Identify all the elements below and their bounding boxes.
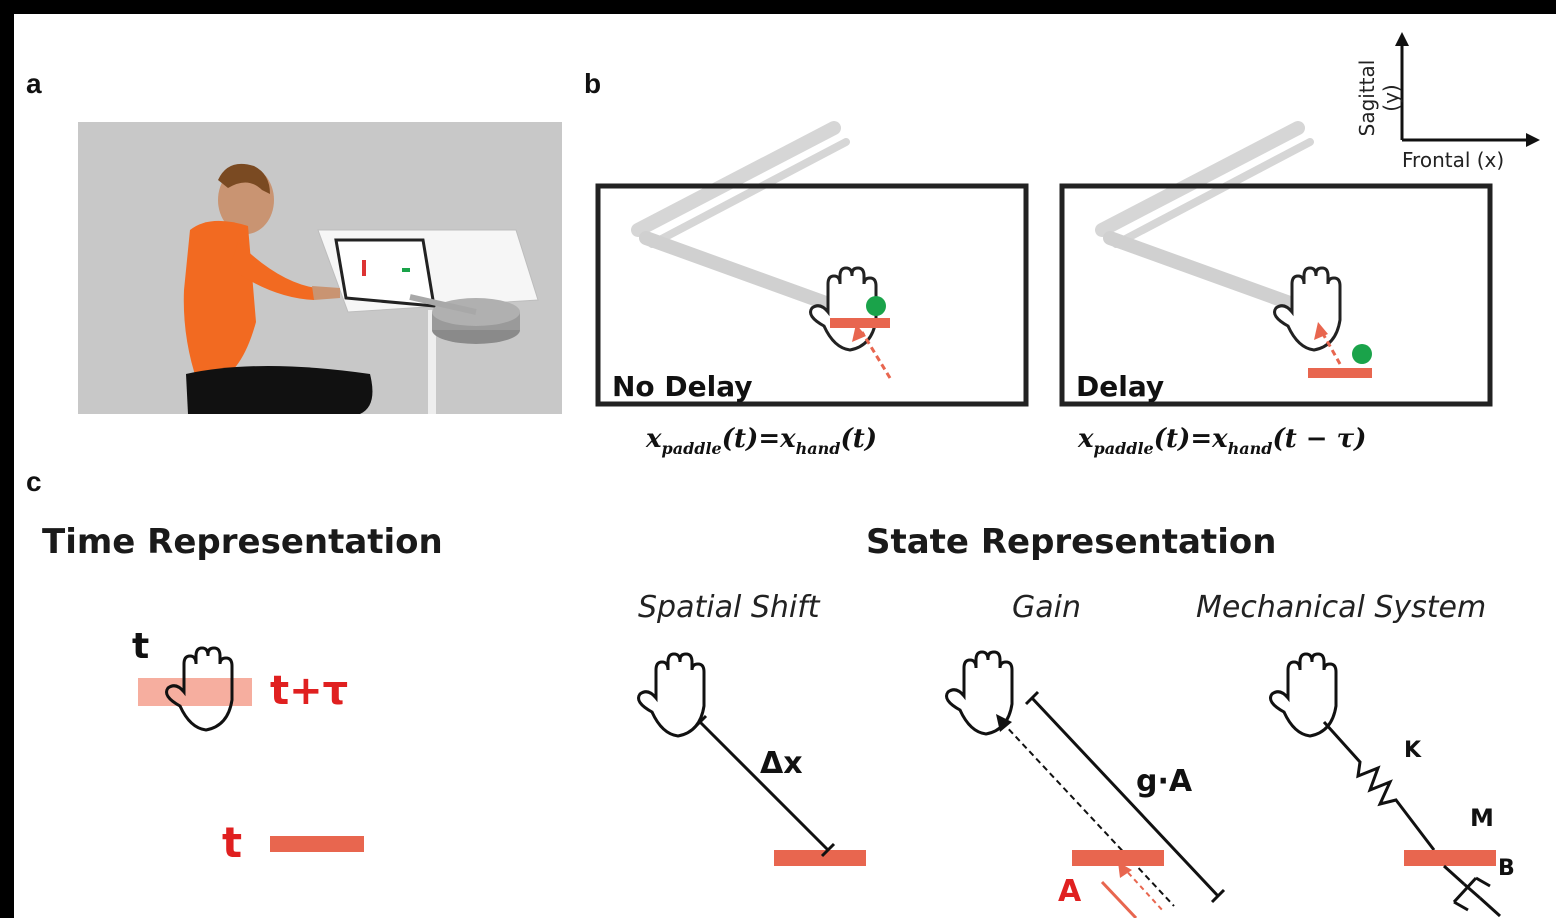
paddle-icon [1404, 850, 1496, 866]
hand-icon [945, 650, 1014, 736]
time-representation-heading: Time Representation [42, 522, 443, 562]
no-delay-equation: xpaddle(t)=xhand(t) [646, 424, 878, 458]
t-bottom-label: t [222, 818, 243, 867]
coordinate-axes [1395, 32, 1540, 147]
spring-icon [1322, 720, 1436, 851]
delta-x-label: Δx [760, 746, 803, 781]
paddle-icon [774, 850, 866, 866]
no-delay-diagram [595, 121, 1029, 407]
delay-diagram [1059, 121, 1493, 407]
spring-k-label: K [1404, 738, 1422, 763]
ball-icon [1352, 344, 1372, 364]
panel-letter-c: c [26, 466, 42, 497]
paddle-icon [830, 318, 890, 328]
panel-letter-a: a [26, 68, 42, 99]
no-delay-label: No Delay [612, 370, 753, 403]
gain-label: Gain [1012, 590, 1081, 625]
delay-label: Delay [1076, 370, 1165, 403]
paddle-icon [138, 678, 252, 706]
ball-icon [866, 296, 886, 316]
time-hand-diagram [138, 646, 252, 732]
state-representation-diagram [637, 650, 1502, 918]
amplitude-a-label: A [1058, 874, 1082, 909]
delay-equation: xpaddle(t)=xhand(t − τ) [1078, 424, 1367, 458]
paddle-icon [1308, 368, 1372, 378]
hand-icon [1269, 652, 1338, 738]
subject-illustration [78, 122, 562, 414]
hand-icon [637, 652, 706, 738]
t-top-label: t [132, 626, 150, 667]
hand-icon [165, 646, 234, 732]
panel-letter-b: b [584, 68, 602, 99]
figure: a b c Sagittal (y) Frontal (x) [14, 14, 1556, 918]
gain-g-a-label: g·A [1136, 764, 1193, 799]
paddle-icon [1072, 850, 1164, 866]
damper-icon [1442, 864, 1502, 918]
hand-icon [1273, 266, 1342, 352]
mass-m-label: M [1470, 804, 1494, 832]
damper-b-label: B [1498, 856, 1515, 881]
spatial-shift-label: Spatial Shift [638, 590, 820, 625]
x-axis-label: Frontal (x) [1402, 148, 1505, 172]
hand-icon [809, 266, 878, 352]
state-representation-heading: State Representation [866, 522, 1277, 562]
mechanical-system-label: Mechanical System [1196, 590, 1487, 625]
t-plus-tau-label: t+τ [270, 668, 349, 714]
paddle-icon [270, 836, 364, 852]
